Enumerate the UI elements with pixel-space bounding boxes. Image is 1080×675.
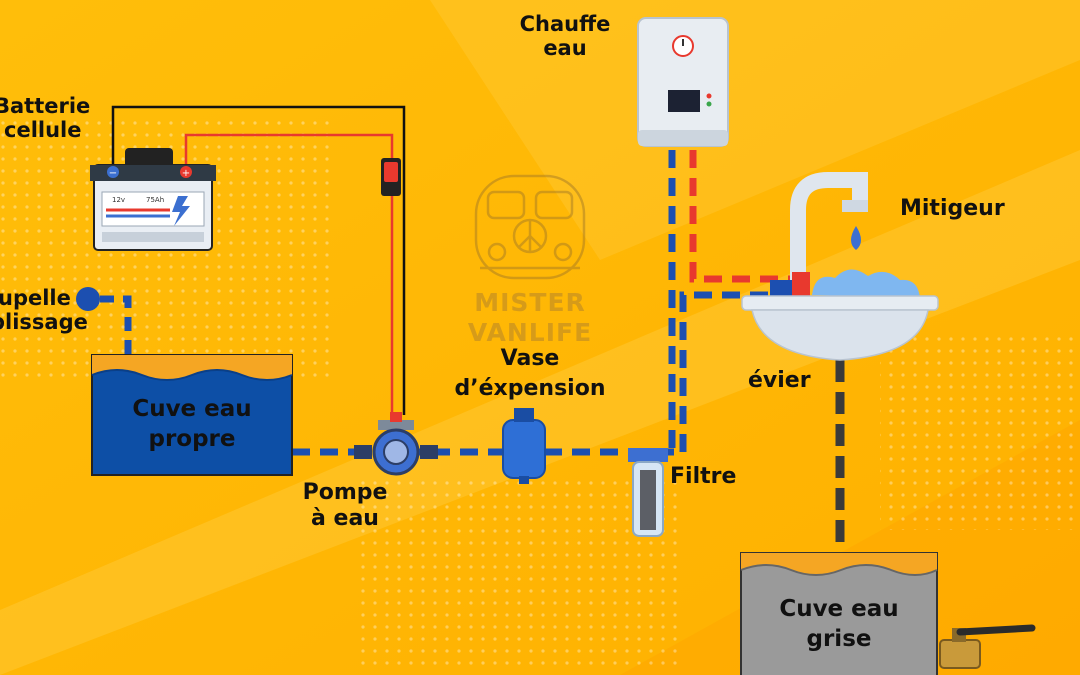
svg-text:+: + bbox=[182, 168, 190, 179]
bg-dots bbox=[360, 480, 680, 670]
label-clean-tank: Cuve eau propre bbox=[92, 394, 292, 454]
label-filter: Filtre bbox=[670, 464, 737, 489]
filler-pipe bbox=[100, 295, 132, 362]
bg-stripe bbox=[430, 0, 1080, 260]
label-heater: Chauffe eau bbox=[505, 12, 625, 60]
label-pump-line1: Pompe bbox=[302, 480, 388, 505]
label-battery: Batterie cellule bbox=[0, 94, 90, 142]
label-grey-tank-line1: Cuve eau bbox=[779, 596, 899, 622]
label-cap-line1: upelle bbox=[0, 286, 71, 310]
label-heater-line2: eau bbox=[543, 36, 587, 60]
label-grey-tank-line2: grise bbox=[806, 626, 872, 652]
filler-cap-icon[interactable] bbox=[76, 287, 100, 311]
label-sink: évier bbox=[748, 368, 811, 393]
filter-icon bbox=[628, 448, 668, 537]
cold-pipe-riser bbox=[679, 291, 770, 452]
battery-icon: − + 12v 75Ah bbox=[90, 148, 216, 251]
wire-positive bbox=[184, 133, 394, 415]
valve-icon[interactable] bbox=[939, 624, 1036, 669]
switch-icon[interactable] bbox=[381, 158, 401, 196]
label-mixer: Mitigeur bbox=[900, 196, 1005, 221]
label-pump: Pompe à eau bbox=[290, 480, 400, 532]
wire-negative bbox=[111, 105, 406, 415]
faucet-icon bbox=[770, 172, 868, 296]
label-pump-line2: à eau bbox=[311, 506, 379, 531]
watermark-text: MISTER VANLIFE bbox=[440, 288, 620, 348]
battery-capacity: 75Ah bbox=[146, 196, 164, 204]
label-grey-tank: Cuve eau grise bbox=[741, 594, 937, 654]
battery-voltage: 12v bbox=[112, 196, 125, 204]
bg-dots bbox=[880, 330, 1080, 530]
label-expansion-line2: d’éxpension bbox=[454, 376, 606, 401]
hot-pipe bbox=[689, 150, 790, 283]
label-clean-tank-line1: Cuve eau bbox=[132, 396, 252, 422]
label-clean-tank-line2: propre bbox=[148, 426, 236, 452]
watermark-line1: MISTER bbox=[474, 288, 586, 317]
label-cap-line2: plissage bbox=[0, 310, 88, 334]
label-expansion: Vase d’éxpension bbox=[420, 344, 640, 404]
label-expansion-line1: Vase bbox=[500, 346, 560, 371]
clean-water-tank bbox=[91, 354, 293, 476]
pump-icon bbox=[354, 412, 438, 476]
grey-water-tank bbox=[740, 552, 938, 675]
label-filler-cap: upelle plissage bbox=[0, 286, 88, 334]
van-watermark-icon bbox=[474, 174, 586, 280]
label-battery-line1: Batterie bbox=[0, 94, 91, 118]
label-battery-line2: cellule bbox=[4, 118, 82, 142]
watermark-line2: VANLIFE bbox=[467, 318, 593, 347]
sink-icon bbox=[741, 269, 939, 361]
expansion-vessel-icon bbox=[502, 408, 546, 484]
label-heater-line1: Chauffe bbox=[519, 12, 611, 36]
water-heater-icon bbox=[637, 17, 729, 147]
svg-text:−: − bbox=[109, 168, 117, 179]
